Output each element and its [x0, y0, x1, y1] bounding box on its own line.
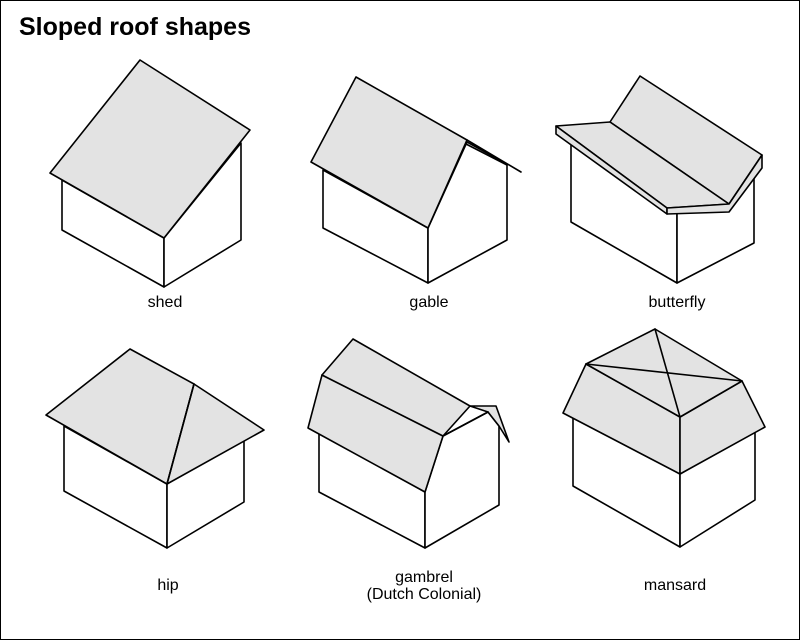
- hip-label: hip: [157, 577, 179, 594]
- diagram-title: Sloped roof shapes: [19, 13, 251, 41]
- butterfly-label: butterfly: [648, 294, 706, 311]
- gambrel-house-drawing: [307, 338, 510, 549]
- gable-house-drawing: [310, 76, 522, 284]
- hip-house-drawing: [45, 348, 265, 549]
- gambrel-sublabel: (Dutch Colonial): [366, 586, 482, 603]
- mansard-house-drawing: [562, 328, 766, 548]
- butterfly-house-drawing: [555, 75, 763, 284]
- shed-house-drawing: [49, 59, 251, 288]
- gable-label: gable: [409, 294, 449, 311]
- shed-label: shed: [147, 294, 183, 311]
- gambrel-label: gambrel: [395, 569, 453, 586]
- mansard-label: mansard: [643, 577, 707, 594]
